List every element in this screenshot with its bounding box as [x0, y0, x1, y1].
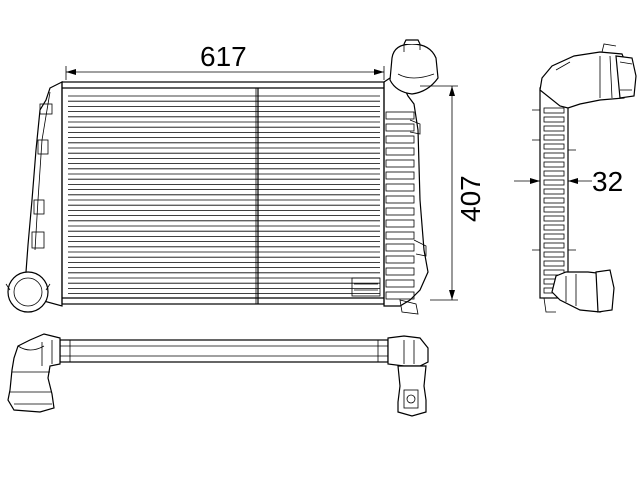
bottom-core	[59, 339, 389, 363]
height-dimension-label: 407	[455, 175, 486, 222]
bottom-view	[7, 333, 429, 417]
bottom-right-bracket	[387, 335, 429, 367]
mounting-bracket	[397, 365, 427, 417]
width-dimension: 617	[65, 41, 385, 80]
height-dimension: 407	[420, 85, 486, 301]
depth-dimension: 32	[514, 166, 623, 197]
width-dimension-label: 617	[200, 41, 247, 72]
core-fins	[68, 95, 380, 295]
side-view	[532, 43, 637, 313]
front-view	[5, 39, 439, 315]
right-outlet-port	[389, 43, 439, 95]
depth-dimension-label: 32	[592, 166, 623, 197]
radiator-core	[61, 81, 385, 305]
left-tank	[25, 81, 63, 307]
side-top-duct	[539, 51, 627, 109]
